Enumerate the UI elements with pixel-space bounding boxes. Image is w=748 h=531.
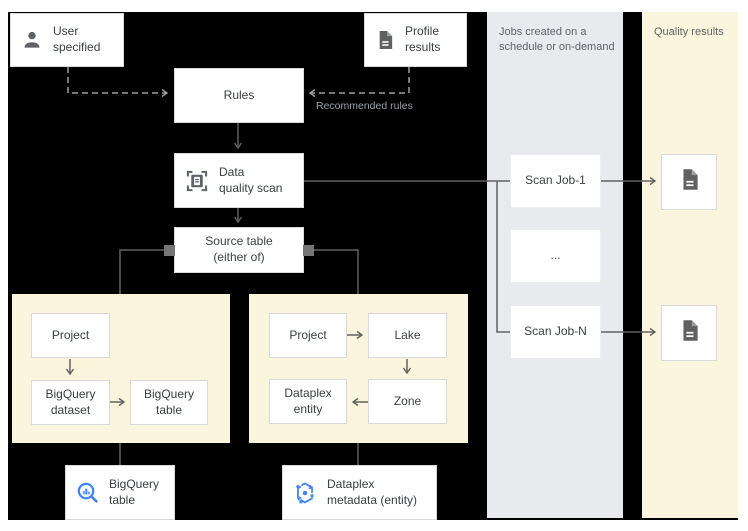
quality-result-1-node xyxy=(661,154,717,210)
bigquery-dataset-label-line2: dataset xyxy=(50,402,91,417)
bigquery-table-node: BigQuery table xyxy=(130,380,208,425)
scan-job-1-label: Scan Job-1 xyxy=(525,173,586,188)
dataplex-entity-label-line2: entity xyxy=(293,401,323,416)
user-specified-label-line1: User xyxy=(53,24,79,39)
scan-job-n-node: Scan Job-N xyxy=(510,305,601,359)
zone-label: Zone xyxy=(393,393,422,408)
lake-node: Lake xyxy=(368,313,447,358)
document-icon xyxy=(374,29,396,51)
profile-results-node: Profile results xyxy=(364,13,467,67)
scan-job-ellipsis-node: ... xyxy=(510,229,601,283)
bigquery-table-ref-label-line2: table xyxy=(109,492,136,507)
person-icon xyxy=(20,28,44,52)
dataplex-icon xyxy=(292,480,318,506)
source-table-label-line1: Source table xyxy=(205,234,273,249)
scan-job-1-node: Scan Job-1 xyxy=(510,154,601,208)
quality-results-header: Quality results xyxy=(654,26,724,38)
data-quality-scan-icon xyxy=(184,168,210,194)
dataplex-entity-label-line1: Dataplex xyxy=(284,385,332,400)
data-quality-scan-node: Data quality scan xyxy=(174,153,304,208)
scan-job-n-label: Scan Job-N xyxy=(524,324,587,339)
quality-result-document-icon xyxy=(677,318,702,348)
rules-label: Rules xyxy=(223,87,255,102)
bigquery-table-ref-node: BigQuery table xyxy=(65,465,175,520)
quality-result-document-icon xyxy=(677,167,702,197)
jobs-header-line2: schedule or on-demand xyxy=(499,40,615,53)
profile-results-label-line1: Profile xyxy=(405,24,440,39)
bigquery-table-label-line1: BigQuery xyxy=(143,386,195,401)
bigquery-dataset-label-line1: BigQuery xyxy=(45,386,96,401)
bigquery-table-ref-label-line1: BigQuery xyxy=(109,476,160,491)
dataplex-metadata-node: Dataplex metadata (entity) xyxy=(282,465,437,520)
source-table-left-connector xyxy=(164,245,175,256)
dataplex-metadata-label-line2: metadata (entity) xyxy=(327,492,418,507)
bigquery-table-label-line2: table xyxy=(155,402,183,417)
data-quality-scan-label-line2: quality scan xyxy=(219,180,283,195)
bigquery-dataset-node: BigQuery dataset xyxy=(31,380,110,425)
dataplex-entity-node: Dataplex entity xyxy=(269,379,347,424)
user-specified-node: User specified xyxy=(10,13,124,67)
source-table-right-connector xyxy=(303,245,314,256)
data-quality-scan-label-line1: Data xyxy=(219,164,245,179)
jobs-column-header: Jobs created on a schedule or on-demand xyxy=(499,25,615,55)
jobs-header-line1: Jobs created on a xyxy=(499,26,587,38)
project-right-node: Project xyxy=(269,313,347,358)
source-table-node: Source table (either of) xyxy=(174,227,304,273)
lake-label: Lake xyxy=(394,327,421,342)
quality-results-column: Quality results xyxy=(642,12,738,518)
zone-node: Zone xyxy=(368,379,447,424)
user-specified-label-line2: specified xyxy=(53,40,101,54)
recommended-rules-label: Recommended rules xyxy=(316,100,413,112)
project-right-label: Project xyxy=(289,327,327,342)
project-left-label: Project xyxy=(51,327,90,342)
scan-job-ellipsis-label: ... xyxy=(550,248,561,263)
bigquery-icon xyxy=(75,480,100,505)
project-left-node: Project xyxy=(31,313,110,358)
quality-result-n-node xyxy=(661,305,717,361)
profile-results-label-line2: results xyxy=(405,40,441,54)
diagram-background xyxy=(8,12,738,520)
rules-node: Rules xyxy=(174,68,304,123)
dataplex-metadata-label-line1: Dataplex xyxy=(327,476,375,491)
source-table-label-line2: (either of) xyxy=(213,250,265,264)
